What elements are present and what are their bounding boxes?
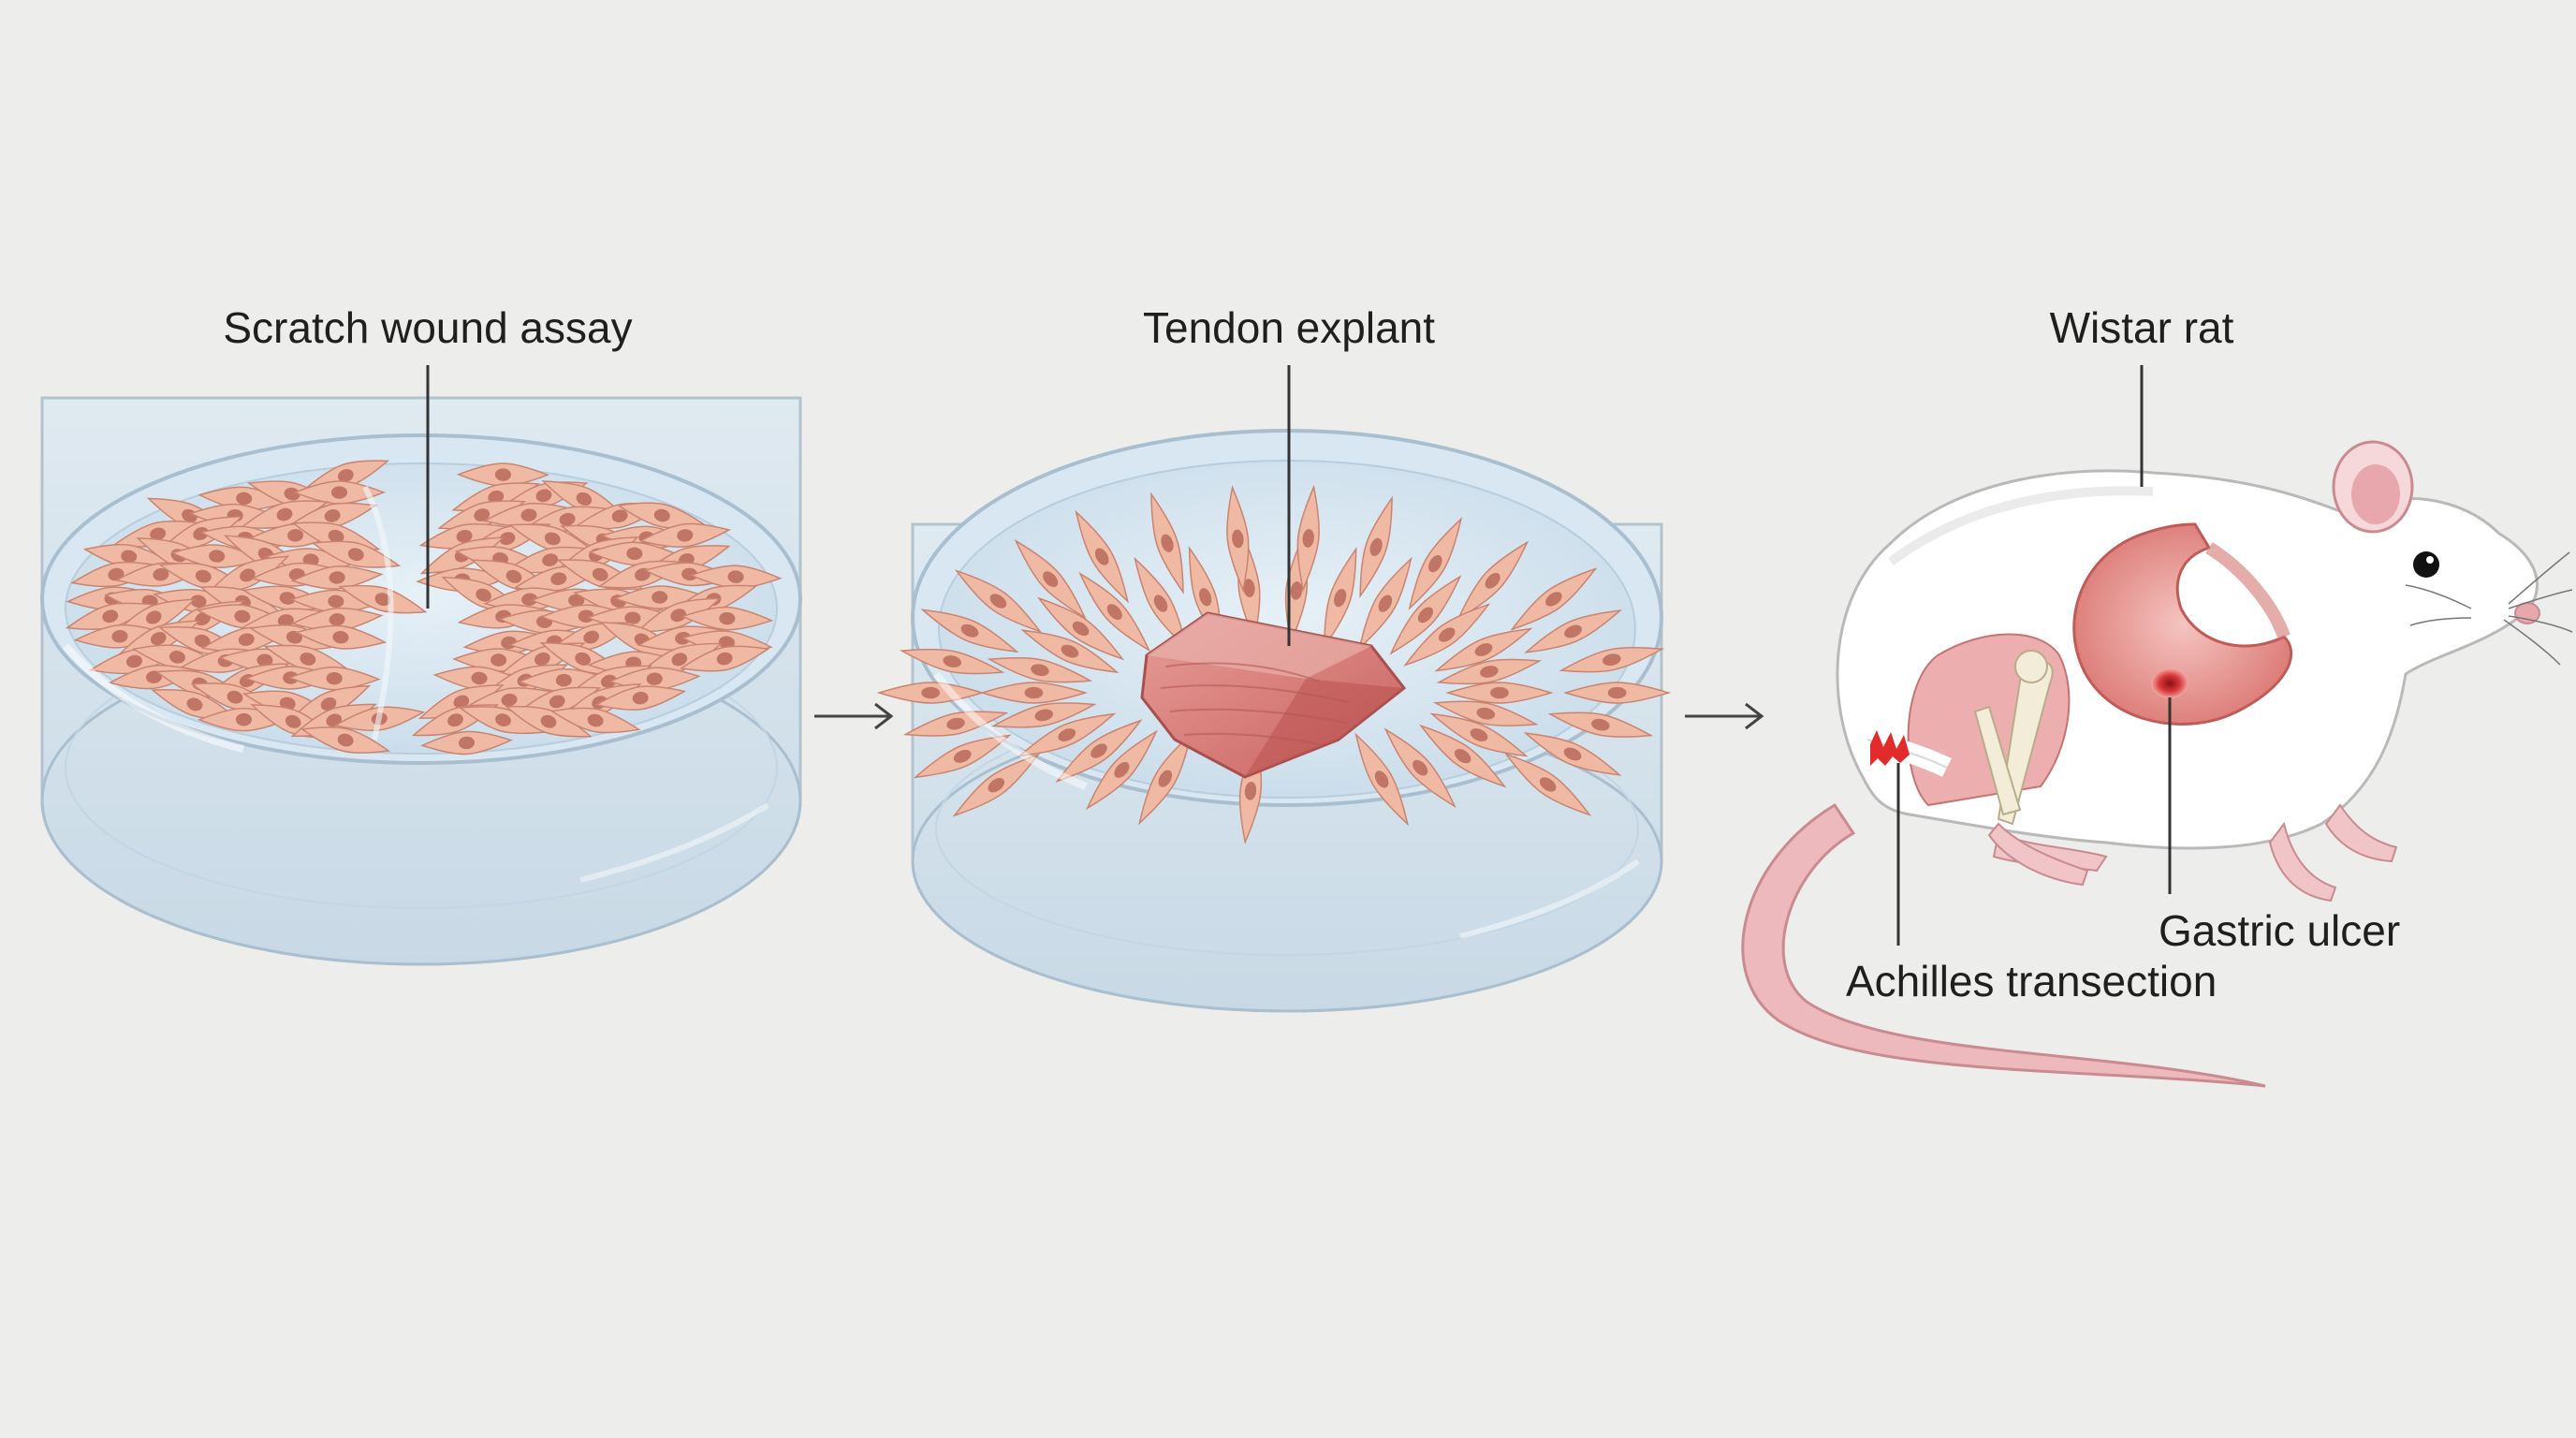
cell: [681, 606, 774, 631]
petri-dish-1: [40, 396, 802, 966]
cell: [1359, 495, 1393, 599]
cell: [1134, 556, 1188, 651]
rat-eye: [2413, 551, 2439, 578]
cell: [263, 644, 353, 674]
rat-ear: [2332, 440, 2414, 534]
cell: [1563, 682, 1672, 704]
rat-stomach: [2072, 522, 2293, 726]
cell: [899, 648, 1005, 675]
scratch-assay-label: Scratch wound assay: [223, 303, 632, 352]
cell: [1547, 712, 1654, 738]
cell: [1436, 658, 1543, 685]
cell: [979, 682, 1088, 704]
cell: [1434, 627, 1533, 672]
cell: [1383, 727, 1456, 808]
wistar-rat-panel: Wistar rat Gastric ulcer Achilles transe…: [1741, 303, 2573, 1088]
cell: [920, 609, 1019, 653]
cell: [1523, 732, 1622, 776]
cell: [679, 645, 770, 672]
cell: [638, 522, 731, 548]
cell: [1323, 546, 1357, 650]
cell: [1138, 731, 1193, 826]
cell: [1075, 509, 1129, 604]
cell: [1358, 556, 1412, 651]
cell: [417, 684, 505, 720]
cell: [1408, 517, 1463, 610]
cell: [1504, 753, 1592, 816]
arrow-1: [814, 702, 894, 730]
cell: [338, 584, 428, 614]
cell: [1445, 682, 1554, 704]
rat-hind-leg: [1864, 633, 2089, 887]
wistar-rat-label: Wistar rat: [2050, 303, 2234, 352]
cell: [1078, 571, 1151, 653]
cell: [1559, 647, 1665, 673]
leg-bones: [1973, 650, 2089, 887]
cell: [300, 726, 391, 754]
cell: [287, 666, 381, 691]
cell: [420, 730, 514, 756]
cell: [1433, 700, 1539, 726]
cell: [990, 702, 1097, 728]
cell: [1296, 484, 1320, 593]
scratch-assay-panel: Scratch wound assay: [40, 303, 802, 966]
cell: [65, 602, 155, 630]
cell: [1524, 609, 1623, 653]
cell: [1055, 719, 1143, 783]
outgrowth-cells: [876, 484, 1672, 845]
cell: [290, 565, 384, 590]
gastric-ulcer-label: Gastric ulcer: [2159, 906, 2400, 955]
cell: [311, 540, 402, 568]
left-cell-monolayer: [65, 460, 428, 754]
rat-whiskers: [2405, 551, 2573, 666]
cell: [1014, 538, 1087, 620]
rat-illustration: [1741, 440, 2573, 1088]
tendon-tissue: [1140, 611, 1407, 779]
achilles-transection-label: Achilles transection: [1846, 957, 2217, 1005]
rat-tail: [1741, 802, 2266, 1088]
tendon-explant-panel: Tendon explant: [876, 303, 1672, 1013]
cell: [594, 685, 687, 711]
cell: [1226, 485, 1250, 593]
petri-dish-2: [876, 429, 1672, 1013]
arrow-2: [1685, 702, 1764, 730]
cell: [1403, 603, 1491, 667]
cell: [1389, 575, 1462, 655]
cell: [954, 569, 1042, 633]
cell: [549, 707, 641, 734]
cell: [451, 482, 541, 512]
cell: [1354, 732, 1409, 827]
gastric-ulcer-lesion: [2151, 668, 2188, 698]
tendon-explant-label: Tendon explant: [1143, 303, 1435, 352]
cell: [1150, 492, 1184, 594]
cell: [1429, 712, 1529, 757]
cell: [294, 624, 388, 650]
cell: [1419, 724, 1507, 788]
cell: [987, 657, 1093, 683]
cell: [1036, 596, 1125, 661]
cell: [952, 753, 1040, 817]
cell: [1085, 729, 1158, 811]
right-cell-monolayer: [411, 462, 783, 756]
cell: [1020, 629, 1120, 674]
scratch-gap: [362, 485, 394, 741]
achilles-injury-site: [1870, 730, 1910, 766]
cell: [292, 480, 387, 505]
cell: [913, 734, 1012, 779]
cell: [1456, 540, 1530, 622]
cell: [1510, 567, 1598, 631]
